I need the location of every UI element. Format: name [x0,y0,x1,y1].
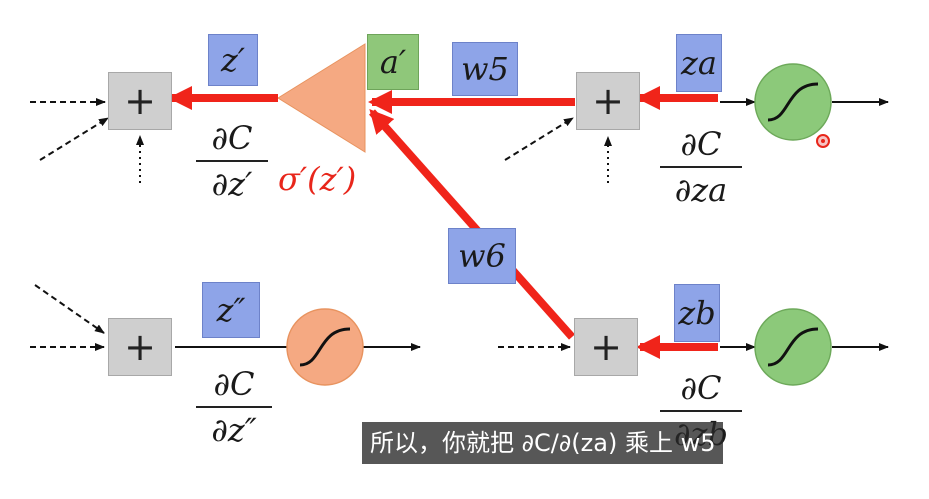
fraction-bar [196,160,268,162]
plus-symbol: + [592,79,624,123]
input-dashed-arrow [34,284,105,334]
plus-symbol: + [124,325,156,369]
fraction-bar [196,406,272,408]
z-b-label: zb [674,284,720,342]
fraction-numerator: ∂C [680,369,722,407]
fraction-dC-dz-prime: ∂C ∂z′ [196,118,268,204]
fraction-bar [660,410,742,412]
z-a-label: za [676,34,722,92]
fraction-dC-dz-a: ∂C ∂za [660,124,742,210]
fraction-denominator: ∂z′ [211,165,253,203]
sigmoid-node-b [754,308,832,386]
w6-label: w6 [448,228,516,284]
fraction-bar [660,166,742,168]
plus-box-bottom-right: + [574,318,638,376]
cursor-marker [816,134,830,148]
fraction-numerator: ∂C [680,125,722,163]
w5-label: w5 [452,42,518,96]
plus-symbol: + [590,325,622,369]
input-dashed-arrow [504,117,574,161]
sigma-prime-label: σ′(z′) [278,160,357,198]
a-prime-label: a′ [367,34,419,90]
sigmoid-node-orange [286,308,364,386]
fraction-numerator: ∂C [211,119,253,157]
fraction-denominator: ∂za [674,171,728,209]
plus-box-top-right: + [576,72,640,130]
fraction-denominator: ∂z″ [211,411,257,449]
video-subtitle: 所以，你就把 ∂C/∂(za) 乘上 w5 [362,422,724,464]
plus-box-top-left: + [108,72,172,130]
plus-box-bottom-left: + [108,318,172,376]
plus-symbol: + [124,79,156,123]
z-double-prime-label: z″ [202,282,260,338]
fraction-dC-dz-double-prime: ∂C ∂z″ [196,364,272,450]
input-dashed-arrow [39,117,109,161]
z-prime-label: z′ [208,34,258,86]
fraction-numerator: ∂C [213,365,255,403]
sigmoid-node-a [754,63,832,141]
gradient-arrow-w6 [369,109,575,340]
sigma-prime-triangle [277,43,366,153]
